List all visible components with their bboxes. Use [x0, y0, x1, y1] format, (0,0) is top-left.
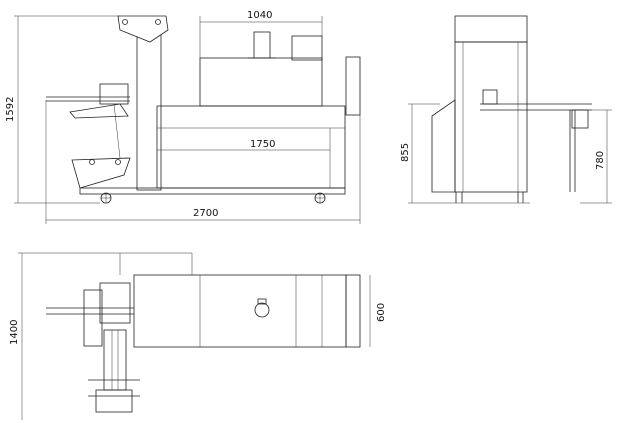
caster-wheel [100, 192, 112, 204]
feeder-assembly [46, 83, 131, 189]
dim-1400-label: 1400 [9, 320, 20, 345]
dim-1400: 1400 [9, 252, 192, 420]
dim-855-label: 855 [400, 143, 411, 162]
plan-fan [254, 298, 270, 318]
dim-2700: 2700 [45, 100, 361, 224]
dim-2700-label: 2700 [193, 208, 218, 219]
side-top-frame [454, 15, 528, 43]
plan-sealer [46, 282, 140, 413]
caster-wheel [314, 192, 326, 204]
fan-box [253, 31, 271, 59]
top-chamber [199, 57, 323, 107]
side-body [454, 41, 528, 193]
dim-1750-label: 1750 [250, 139, 275, 150]
exit-door [345, 56, 361, 116]
dim-1040-label: 1040 [247, 10, 272, 21]
dim-1750: 1750 [157, 139, 330, 151]
lower-arm [71, 157, 131, 189]
dim-855: 855 [400, 103, 530, 204]
machine-base [79, 187, 346, 195]
plan-exit-door [345, 274, 361, 348]
chamber-hood [291, 35, 323, 61]
plan-view: 1400 600 [9, 252, 387, 420]
dim-600: 600 [369, 275, 387, 347]
dim-780-label: 780 [595, 151, 606, 170]
dim-1592-label: 1592 [5, 97, 16, 122]
side-front-panel [431, 99, 456, 193]
dim-600-label: 600 [376, 303, 387, 322]
side-view: 855 780 [400, 15, 612, 204]
side-conveyor [480, 89, 592, 192]
dim-780: 780 [580, 109, 612, 204]
dim-1040: 1040 [199, 10, 323, 58]
dim-1592: 1592 [5, 15, 120, 204]
plan-tunnel [133, 274, 347, 348]
front-view: 1040 1592 1750 [5, 10, 361, 224]
